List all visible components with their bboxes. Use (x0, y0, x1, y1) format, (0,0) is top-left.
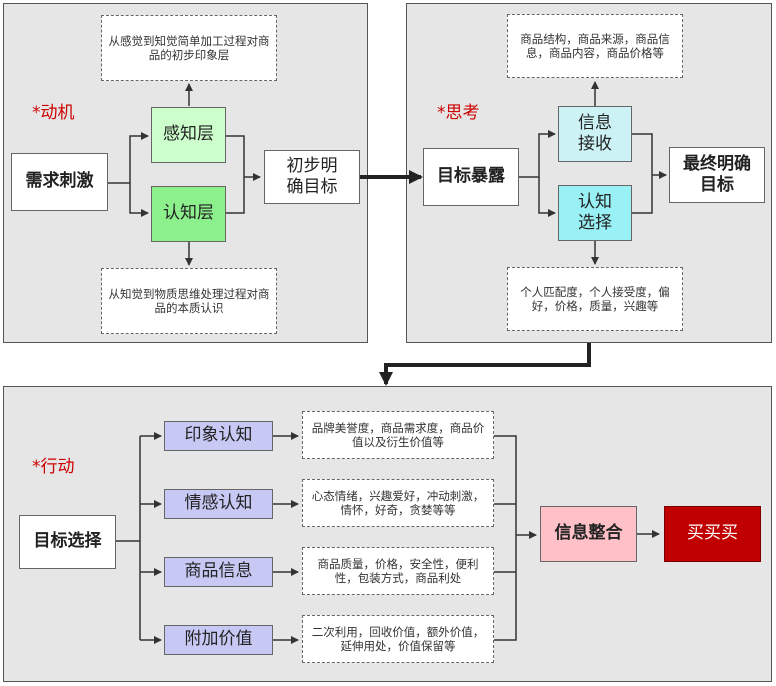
cognition-layer-box: 认知层 (151, 186, 226, 242)
emotion-note: 心态情绪，兴趣爱好，冲动刺激，情怀，好奇，贪婪等等 (302, 479, 494, 527)
perception-layer-box: 感知层 (151, 107, 226, 163)
info-receive-box: 信息接收 (558, 106, 632, 162)
select-note: 个人匹配度，个人接受度，偏好，价格，质量，兴趣等 (507, 267, 683, 331)
info-integrate-box: 信息整合 (540, 506, 637, 562)
thinking-label: *思考 (437, 103, 480, 123)
product-info-note: 商品质量，价格，安全性，便利性，包装方式，商品利处 (302, 547, 494, 595)
added-value-note: 二次利用，回收价值，额外价值，延伸用处，价值保留等 (302, 615, 494, 663)
emotion-cognition-box: 情感认知 (164, 489, 273, 519)
action-label: *行动 (32, 457, 75, 477)
product-info-box: 商品信息 (164, 557, 273, 587)
impression-note: 品牌美誉度，商品需求度，商品价值以及衍生价值等 (302, 411, 494, 459)
initial-target-box: 初步明确目标 (264, 150, 360, 204)
final-target-box: 最终明确目标 (669, 147, 765, 203)
info-note: 商品结构，商品来源，商品信息，商品内容，商品价格等 (507, 14, 683, 78)
cognition-note: 从知觉到物质思维处理过程对商品的本质认识 (101, 268, 277, 334)
cognitive-select-box: 认知选择 (558, 185, 632, 241)
added-value-box: 附加价值 (164, 625, 273, 655)
target-choose-box: 目标选择 (19, 515, 116, 569)
motive-label: *动机 (32, 103, 75, 123)
target-exposure-box: 目标暴露 (423, 148, 519, 206)
impression-cognition-box: 印象认知 (164, 421, 273, 451)
buy-box: 买买买 (664, 506, 761, 562)
demand-stimulus-box: 需求刺激 (11, 153, 108, 211)
perception-note: 从感觉到知觉简单加工过程对商品的初步印象层 (101, 15, 277, 81)
